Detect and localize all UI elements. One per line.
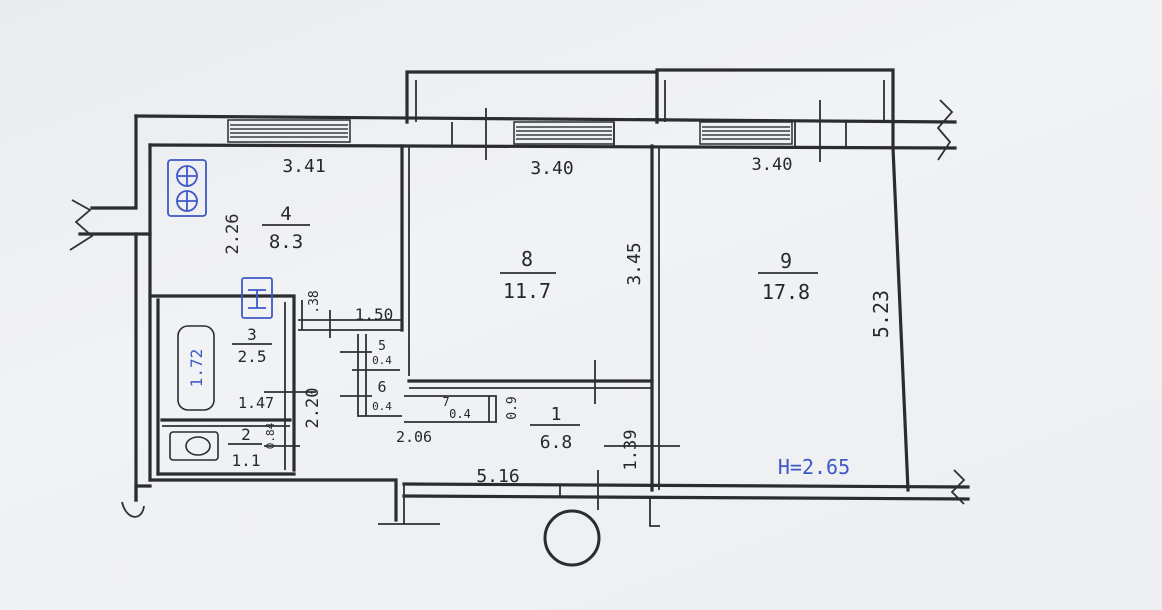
room-2-number: 2 xyxy=(241,425,251,444)
balcony xyxy=(405,68,895,124)
dim-wc-width: 0.84 xyxy=(264,422,277,449)
window-room9 xyxy=(699,121,793,145)
dim-corridor-width: 1.50 xyxy=(355,305,394,324)
shaft-circle xyxy=(543,509,601,567)
room-7-area: 0.4 xyxy=(449,407,471,421)
dim-room9-depth: 5.23 xyxy=(869,290,893,338)
dim-room8-width: 3.40 xyxy=(530,158,573,179)
room-9-number: 9 xyxy=(780,249,792,273)
room-2-area: 1.1 xyxy=(232,451,261,470)
fraction-bars xyxy=(228,224,818,445)
room-8-number: 8 xyxy=(521,247,533,271)
interior-walls xyxy=(148,144,680,492)
dim-kitchen-depth: 2.26 xyxy=(223,214,243,255)
room-1-area: 6.8 xyxy=(540,432,573,453)
stove-icon xyxy=(167,159,207,217)
room-9-area: 17.8 xyxy=(762,280,810,304)
dim-bath-length: 1.72 xyxy=(187,349,206,388)
dim-bath-depth: 2.20 xyxy=(303,388,323,429)
room-7-number: 7 xyxy=(442,395,449,409)
balcony-doors xyxy=(451,100,847,162)
water-heater-icon xyxy=(241,277,273,319)
dim-038: .38 xyxy=(307,290,322,313)
ceiling-height: H=2.65 xyxy=(778,455,850,479)
room-6-number: 6 xyxy=(377,378,386,396)
east-wall xyxy=(891,120,910,492)
dim-closet-depth: 0.9 xyxy=(505,396,520,419)
room-3-area: 2.5 xyxy=(238,347,267,366)
room-4-area: 8.3 xyxy=(269,231,303,253)
dim-hall-depth: 1.39 xyxy=(621,430,641,471)
bathtub-icon xyxy=(177,325,215,411)
window-room8 xyxy=(513,121,615,145)
window-kitchen xyxy=(227,119,351,143)
room-6-area: 0.4 xyxy=(372,400,392,413)
room-5-area: 0.4 xyxy=(372,354,392,367)
room-4-number: 4 xyxy=(280,203,291,225)
fixtures xyxy=(169,325,219,461)
room-3-number: 3 xyxy=(247,325,257,344)
dim-hall-inner: 2.06 xyxy=(396,428,432,446)
room-1-number: 1 xyxy=(551,404,562,425)
dim-room8-depth: 3.45 xyxy=(624,242,645,285)
south-wall xyxy=(134,469,970,527)
dim-room9-width: 3.40 xyxy=(752,155,793,175)
dim-hall-length: 5.16 xyxy=(476,466,519,487)
west-wall xyxy=(69,114,152,518)
dim-kitchen-width: 3.41 xyxy=(282,156,325,177)
dim-bath-width: 1.47 xyxy=(238,394,274,412)
room-8-area: 11.7 xyxy=(503,279,551,303)
room-5-number: 5 xyxy=(378,339,386,354)
toilet-icon xyxy=(169,431,219,461)
